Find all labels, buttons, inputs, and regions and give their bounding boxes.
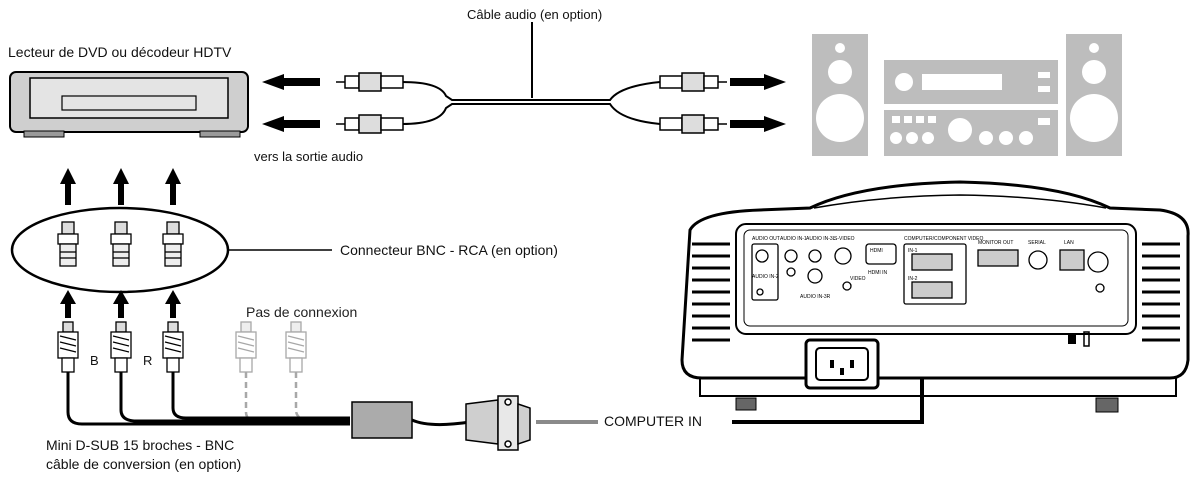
speaker-right bbox=[1066, 34, 1122, 156]
bnc-rca-label: Connecteur BNC - RCA (en option) bbox=[340, 242, 558, 258]
amplifier bbox=[884, 60, 1058, 156]
mini-dsub-connector bbox=[465, 395, 531, 451]
bnc-plugs-unused bbox=[235, 321, 350, 424]
bnc-plugs bbox=[57, 321, 184, 373]
audio-arrows-right bbox=[730, 74, 786, 132]
video-arrows-up bbox=[60, 168, 181, 205]
panel-in2: IN-2 bbox=[908, 276, 918, 282]
speaker-left bbox=[812, 34, 868, 156]
panel-audio-in2: AUDIO IN-2 bbox=[752, 274, 779, 280]
panel-audio-in3l: AUDIO IN-3L bbox=[806, 236, 836, 242]
bnc-label-b: B bbox=[90, 353, 99, 368]
panel-audio-out: AUDIO OUT bbox=[752, 236, 780, 242]
junction-to-dsub-cable bbox=[411, 418, 471, 427]
panel-lan: LAN bbox=[1064, 240, 1074, 246]
audio-arrows-left bbox=[262, 74, 320, 132]
panel-computer-component: COMPUTER/COMPONENT VIDEO bbox=[904, 236, 983, 242]
audio-output-label: vers la sortie audio bbox=[254, 149, 364, 164]
panel-video: VIDEO bbox=[850, 276, 866, 282]
computer-in-label: COMPUTER IN bbox=[604, 413, 702, 429]
audio-cable-label: Câble audio (en option) bbox=[467, 7, 603, 22]
bnc-cables bbox=[66, 372, 350, 426]
rca-plug-right-top bbox=[659, 72, 727, 92]
no-connection-label: Pas de connexion bbox=[246, 304, 358, 320]
panel-hdmi: HDMI bbox=[870, 248, 883, 254]
projector: AUDIO OUT AUDIO IN-1 AUDIO IN-3L S-VIDEO… bbox=[680, 180, 1190, 413]
bnc-label-r: R bbox=[143, 353, 153, 368]
dvd-player bbox=[9, 71, 249, 138]
conversion-cable-label-line1: Mini D-SUB 15 broches - BNC bbox=[46, 437, 235, 453]
panel-s-video: S-VIDEO bbox=[834, 236, 855, 242]
dvd-player-label: Lecteur de DVD ou décodeur HDTV bbox=[8, 44, 232, 60]
panel-audio-in3r: AUDIO IN-3R bbox=[800, 294, 831, 300]
conversion-cable-label-line2: câble de conversion (en option) bbox=[46, 456, 242, 472]
audio-cable bbox=[401, 22, 661, 125]
rca-plug-left-top bbox=[336, 72, 404, 92]
panel-audio-in1: AUDIO IN-1 bbox=[780, 236, 807, 242]
panel-monitor-out: MONITOR OUT bbox=[978, 240, 1013, 246]
panel-serial: SERIAL bbox=[1028, 240, 1046, 246]
rca-plug-right-bottom bbox=[659, 114, 727, 134]
bnc-arrows-up bbox=[60, 290, 181, 318]
panel-hdmi-in: HDMI IN bbox=[868, 270, 888, 276]
panel-in1: IN-1 bbox=[908, 248, 918, 254]
cable-junction-box bbox=[351, 401, 413, 439]
bnc-rca-adapters bbox=[10, 206, 230, 294]
rca-plug-left-bottom bbox=[336, 114, 404, 134]
